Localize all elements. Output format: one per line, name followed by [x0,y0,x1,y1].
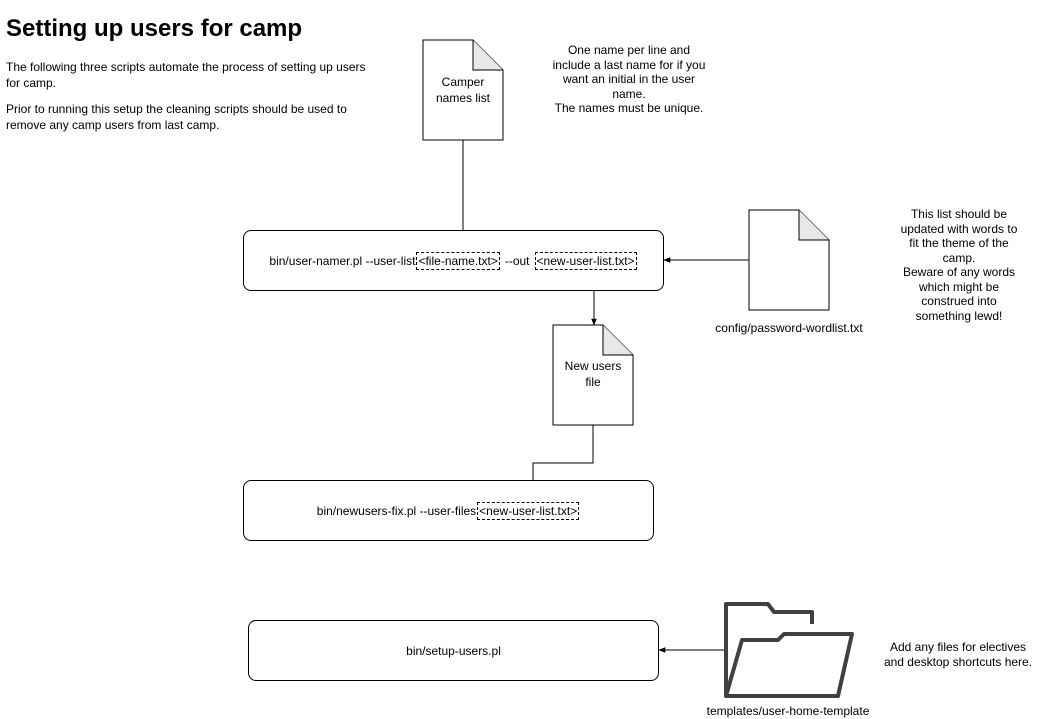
new-users-doc-label: New users file [564,359,622,389]
wordlist-note: This list should be updated with words t… [900,207,1018,323]
camper-names-note: One name per line and include a last nam… [552,43,706,115]
newusers-fix-step: bin/newusers-fix.pl --user-files <new-us… [243,480,654,541]
file-name-placeholder: <file-name.txt> [416,251,500,270]
newusers-fix-command: bin/newusers-fix.pl --user-files [316,503,477,518]
intro-paragraph-1: The following three scripts automate the… [6,60,366,90]
template-note: Add any files for electives and desktop … [883,640,1033,669]
out-flag: --out [504,253,530,268]
camper-names-doc-label: Camper names list [435,75,491,105]
folder-icon [724,602,854,698]
template-folder-caption: templates/user-home-template [706,704,870,718]
user-namer-step: bin/user-namer.pl --user-list <file-name… [243,230,664,291]
new-user-list-placeholder-2: <new-user-list.txt> [477,501,580,520]
setup-users-step: bin/setup-users.pl [248,620,659,681]
wordlist-caption: config/password-wordlist.txt [715,321,863,335]
user-namer-command: bin/user-namer.pl --user-list [269,253,416,268]
intro-paragraph-2: Prior to running this setup the cleaning… [6,102,347,132]
new-user-list-placeholder: <new-user-list.txt> [534,251,637,270]
page-title: Setting up users for camp [6,15,303,42]
wordlist-doc-shape [748,209,830,311]
setup-users-command: bin/setup-users.pl [406,643,501,658]
